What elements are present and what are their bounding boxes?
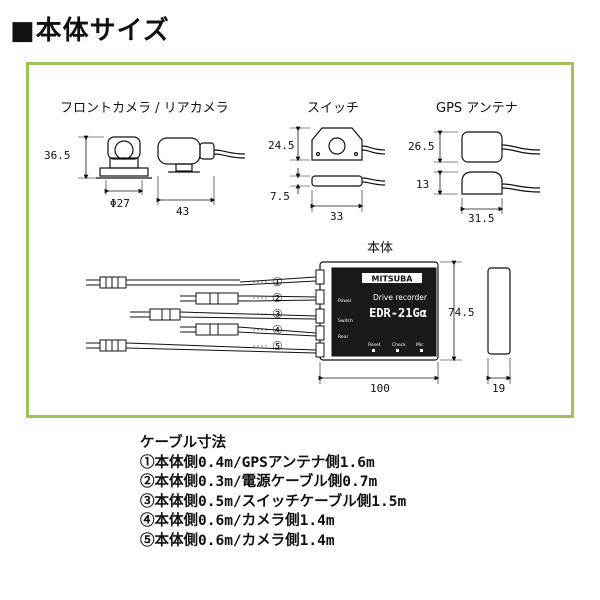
dimension-diagram-panel — [26, 62, 574, 418]
cable-spec-list: ケーブル寸法 ①本体側0.4m/GPSアンテナ側1.6m ②本体側0.3m/電源… — [140, 434, 406, 551]
camera-diameter-label: Φ27 — [110, 197, 130, 210]
body-heading: 本体 — [367, 241, 393, 256]
body-width-label: 100 — [370, 382, 390, 395]
switch-height-label: 24.5 — [268, 139, 295, 152]
gps-side-view — [461, 171, 541, 195]
device-label-switch: Switch — [338, 318, 353, 324]
cable-harness — [86, 276, 317, 354]
recorder-body: MITSUBA Drive recorder EDR-21Gα Power Sw… — [315, 261, 439, 361]
gps-top-view — [461, 131, 541, 163]
port-label-2: ② — [272, 291, 283, 305]
device-label-reset: Reset — [368, 342, 381, 348]
device-label-power: Power — [338, 298, 352, 304]
device-label-mic: Mic — [416, 342, 424, 348]
device-brand-text: MITSUBA — [372, 275, 414, 284]
switch-heading: スイッチ — [307, 101, 359, 116]
camera-front-view — [96, 136, 152, 179]
camera-length-label: 43 — [176, 205, 189, 218]
camera-height-label: 36.5 — [44, 149, 71, 162]
cable-spec-line-3: ③本体側0.5m/スイッチケーブル側1.5m — [140, 493, 407, 510]
gps-thickness-label: 13 — [416, 178, 429, 191]
device-label-check: Check — [392, 342, 406, 348]
cable-spec-line-5: ⑤本体側0.6m/カメラ側1.4m — [140, 532, 335, 549]
gps-width-label: 31.5 — [468, 212, 495, 225]
body-height-label: 74.5 — [448, 306, 475, 319]
cable-spec-line-2: ②本体側0.3m/電源ケーブル側0.7m — [140, 474, 378, 490]
cable-spec-line-1: ①本体側0.4m/GPSアンテナ側1.6m — [140, 454, 375, 471]
port-label-5: ⑤ — [272, 339, 283, 353]
page-title: ■本体サイズ — [10, 16, 170, 46]
port-label-1: ① — [272, 275, 283, 289]
switch-thickness-label: 7.5 — [270, 190, 290, 203]
switch-width-label: 33 — [330, 210, 343, 223]
device-model-text: EDR-21Gα — [369, 306, 427, 320]
gps-height-label: 26.5 — [408, 140, 435, 153]
port-label-3: ③ — [272, 307, 283, 321]
camera-heading: フロントカメラ / リアカメラ — [60, 101, 229, 116]
switch-top-view — [311, 127, 386, 161]
camera-side-view — [157, 137, 246, 173]
device-subtitle-text: Drive recorder — [373, 293, 428, 302]
body-depth-label: 19 — [492, 382, 505, 395]
switch-side-view — [311, 175, 386, 187]
gps-heading: GPS アンテナ — [436, 101, 518, 116]
cable-spec-line-4: ④本体側0.6m/カメラ側1.4m — [140, 513, 335, 529]
cable-spec-heading: ケーブル寸法 — [140, 435, 227, 451]
recorder-side-view — [487, 267, 511, 355]
device-label-rear: Rear — [338, 334, 348, 340]
